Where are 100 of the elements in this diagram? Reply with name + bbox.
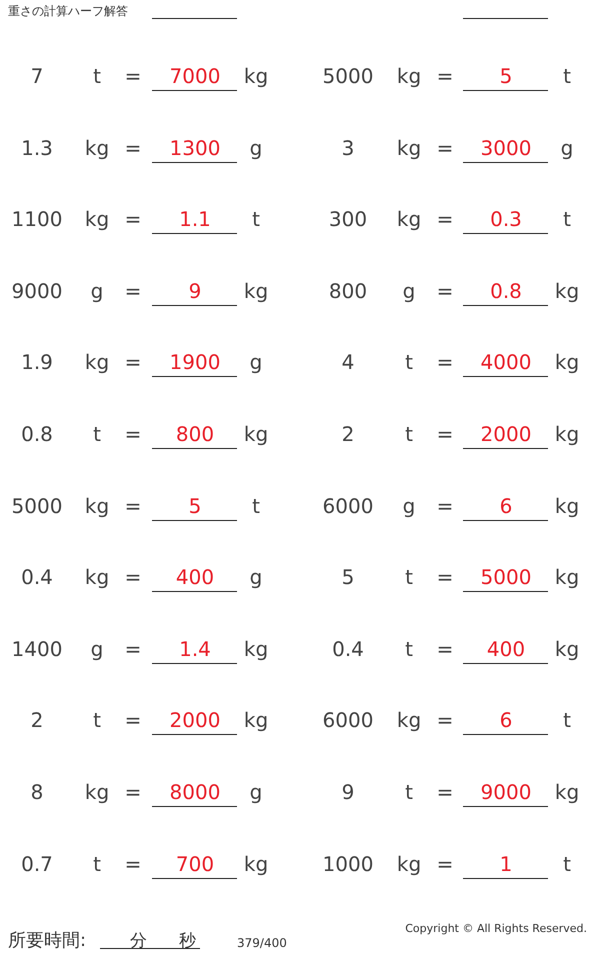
unit: t [563, 708, 571, 732]
answer-value: 4000 [480, 350, 532, 374]
given-value: 0.8 [21, 422, 53, 446]
given-value: 0.4 [332, 636, 364, 661]
answer-value: 6 [500, 708, 512, 732]
equals-sign: = [124, 422, 142, 446]
unit: t [405, 565, 413, 590]
answer-value: 2000 [170, 708, 220, 732]
given-value: 6000 [322, 708, 374, 732]
answer-value: 400 [486, 636, 526, 661]
page-number: 379/400 [237, 936, 287, 950]
given-value: 8 [30, 780, 44, 804]
answer-value: 8000 [170, 780, 220, 804]
answer-value: 5 [188, 494, 202, 518]
equals-sign: = [436, 64, 454, 88]
unit: kg [396, 136, 422, 160]
equals-sign: = [124, 494, 142, 518]
unit: kg [554, 350, 580, 374]
unit: kg [554, 278, 580, 303]
answer-value: 7000 [170, 64, 220, 88]
unit: t [563, 207, 571, 232]
unit: t [405, 780, 413, 804]
unit: g [90, 278, 104, 303]
equals-sign: = [124, 350, 142, 374]
unit: kg [84, 565, 110, 590]
equals-sign: = [436, 636, 454, 661]
equals-sign: = [436, 852, 454, 876]
worksheet-title: 重さの計算ハーフ解答 [8, 3, 128, 20]
answer-value: 1.4 [179, 636, 211, 661]
given-value: 5 [342, 565, 354, 590]
answer-value: 1.1 [179, 207, 211, 232]
given-value: 1.3 [21, 136, 53, 160]
unit: kg [396, 64, 422, 88]
unit: g [250, 350, 262, 374]
unit: kg [84, 136, 110, 160]
equals-sign: = [124, 780, 142, 804]
equals-sign: = [124, 708, 142, 732]
given-value: 1000 [322, 852, 374, 876]
equals-sign: = [436, 350, 454, 374]
unit: g [250, 565, 262, 590]
given-value: 9 [342, 780, 354, 804]
answer-value: 5 [500, 64, 512, 88]
given-value: 300 [328, 207, 368, 232]
unit: t [405, 350, 413, 374]
answer-value: 800 [176, 422, 214, 446]
answer-value: 1300 [170, 136, 220, 160]
unit: t [93, 422, 101, 446]
given-value: 5000 [12, 494, 62, 518]
given-value: 2 [342, 422, 354, 446]
given-value: 2 [30, 708, 44, 732]
given-value: 5000 [322, 64, 374, 88]
unit: kg [244, 278, 268, 303]
unit: kg [84, 494, 110, 518]
answer-value: 0.3 [490, 207, 522, 232]
unit: t [252, 494, 260, 518]
unit: kg [554, 565, 580, 590]
equals-sign: = [124, 207, 142, 232]
seconds-label: 秒 [179, 930, 196, 952]
answer-value: 5000 [480, 565, 532, 590]
unit: t [93, 708, 101, 732]
answer-value: 9 [188, 278, 202, 303]
given-value: 7 [30, 64, 44, 88]
unit: t [252, 207, 260, 232]
given-value: 1100 [12, 207, 62, 232]
given-value: 0.7 [21, 852, 53, 876]
unit: kg [84, 780, 110, 804]
given-value: 3 [342, 136, 354, 160]
minutes-label: 分 [130, 930, 147, 952]
unit: kg [84, 350, 110, 374]
equals-sign: = [436, 494, 454, 518]
equals-sign: = [436, 278, 454, 303]
unit: kg [244, 636, 268, 661]
answer-value: 3000 [480, 136, 532, 160]
unit: kg [244, 422, 268, 446]
given-value: 1.9 [21, 350, 53, 374]
answer-value: 6 [500, 494, 512, 518]
equals-sign: = [436, 565, 454, 590]
given-value: 4 [342, 350, 354, 374]
unit: kg [244, 708, 268, 732]
equals-sign: = [436, 780, 454, 804]
answer-value: 1 [500, 852, 512, 876]
equals-sign: = [124, 278, 142, 303]
unit: g [402, 494, 416, 518]
unit: t [93, 64, 101, 88]
unit: t [563, 64, 571, 88]
unit: kg [554, 422, 580, 446]
unit: kg [554, 494, 580, 518]
answer-value: 2000 [480, 422, 532, 446]
unit: g [560, 136, 574, 160]
equals-sign: = [124, 565, 142, 590]
answer-value: 9000 [480, 780, 532, 804]
unit: t [405, 422, 413, 446]
unit: kg [554, 780, 580, 804]
equals-sign: = [124, 852, 142, 876]
answer-value: 400 [176, 565, 214, 590]
given-value: 0.4 [21, 565, 53, 590]
answer-value: 700 [176, 852, 214, 876]
answer-value: 0.8 [490, 278, 522, 303]
unit: kg [554, 636, 580, 661]
equals-sign: = [436, 207, 454, 232]
